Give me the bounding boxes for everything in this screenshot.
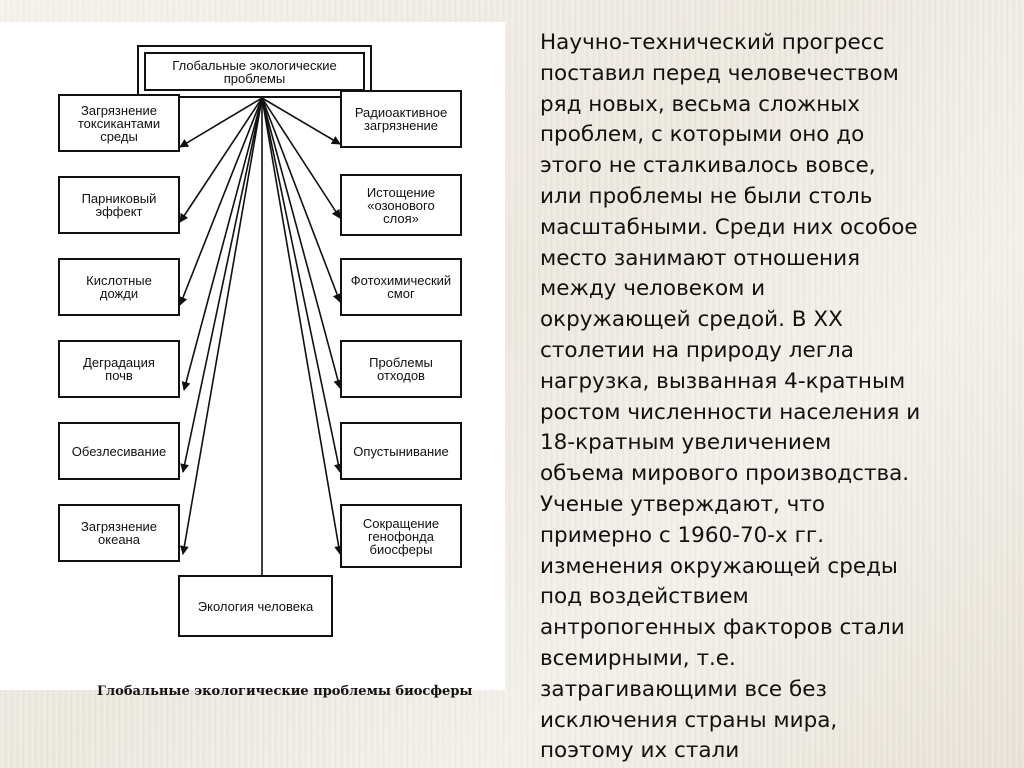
text-line: примерно с 1960-70-х гг. xyxy=(540,522,825,548)
node-desertification: Опустынивание xyxy=(340,422,462,480)
text-line: Ученые утверждают, что xyxy=(540,491,826,517)
node-gene-pool-reduction: Сокращение генофонда биосферы xyxy=(340,504,462,568)
text-line: исключения страны мира, xyxy=(540,707,838,733)
text-line: ростом численности населения и xyxy=(540,399,921,425)
text-line: масштабными. Среди них особое xyxy=(540,214,918,240)
main-text: Научно-технический прогресс поставил пер… xyxy=(540,28,1020,767)
arrow-to-greenhouse-effect xyxy=(179,97,263,223)
text-line: Научно-технический прогресс xyxy=(540,30,885,55)
diagram-caption: Глобальные экологические проблемы биосфе… xyxy=(97,684,473,699)
text-line: затрагивающими все без xyxy=(540,676,827,702)
arrow-to-waste-problems xyxy=(261,97,343,389)
text-line: нагрузка, вызванная 4-кратным xyxy=(540,368,906,394)
text-line: этого не сталкивалось вовсе, xyxy=(540,153,876,179)
node-ozone-depletion: Истощение «озонового слоя» xyxy=(340,174,462,236)
arrow-to-acid-rain xyxy=(178,97,263,306)
text-line: или проблемы не были столь xyxy=(540,183,873,209)
text-line: между человеком и xyxy=(540,276,766,302)
node-greenhouse-effect: Парниковый эффект xyxy=(58,176,180,234)
arrow-to-desertification xyxy=(261,97,343,473)
text-line: ряд новых, весьма сложных xyxy=(540,91,860,117)
node-soil-degradation: Деградация почв xyxy=(58,340,180,398)
root-node-label: Глобальные экологические проблемы xyxy=(144,52,365,91)
text-line: проблем, с которыми оно до xyxy=(540,122,865,148)
arrow-to-ocean-pollution xyxy=(179,97,263,555)
arrow-to-toxic-pollution xyxy=(179,97,263,148)
text-line: окружающей средой. В XX xyxy=(540,307,843,333)
text-line: место занимают отношения xyxy=(540,245,861,271)
text-line: столетии на природу легла xyxy=(540,337,854,363)
diagram-panel: Глобальные экологические проблемы Загряз… xyxy=(0,22,505,699)
arrow-to-gene-pool-reduction xyxy=(261,97,344,555)
text-line: поставил перед человечеством xyxy=(540,60,899,86)
text-line: антропогенных факторов стали xyxy=(540,615,905,641)
node-acid-rain: Кислотные дожди xyxy=(58,258,180,316)
node-toxic-pollution: Загрязнение токсикантами среды xyxy=(58,94,180,152)
arrow-to-photochemical-smog xyxy=(261,97,342,303)
text-line: 18-кратным увеличением xyxy=(540,430,832,456)
arrow-to-ozone-depletion xyxy=(261,97,341,219)
text-line: всемирными, т.е. xyxy=(540,645,736,671)
arrow-to-deforestation xyxy=(180,97,263,473)
arrow-to-soil-degradation xyxy=(181,97,263,391)
arrow-to-radioactive-pollution xyxy=(261,97,341,145)
root-node: Глобальные экологические проблемы xyxy=(137,45,372,98)
text-line: объема мирового производства. xyxy=(540,461,910,487)
text-line: изменения окружающей среды xyxy=(540,553,898,579)
arrows-layer xyxy=(178,97,344,593)
text-line: поэтому их стали xyxy=(540,738,740,764)
node-ocean-pollution: Загрязнение океана xyxy=(58,504,180,562)
node-radioactive-pollution: Радиоактивное загрязнение xyxy=(340,90,462,148)
node-human-ecology: Экология человека xyxy=(178,575,333,637)
node-photochemical-smog: Фотохимический смог xyxy=(340,258,462,316)
text-line: под воздействием xyxy=(540,584,749,610)
node-deforestation: Обезлесивание xyxy=(58,422,180,480)
node-waste-problems: Проблемы отходов xyxy=(340,340,462,398)
